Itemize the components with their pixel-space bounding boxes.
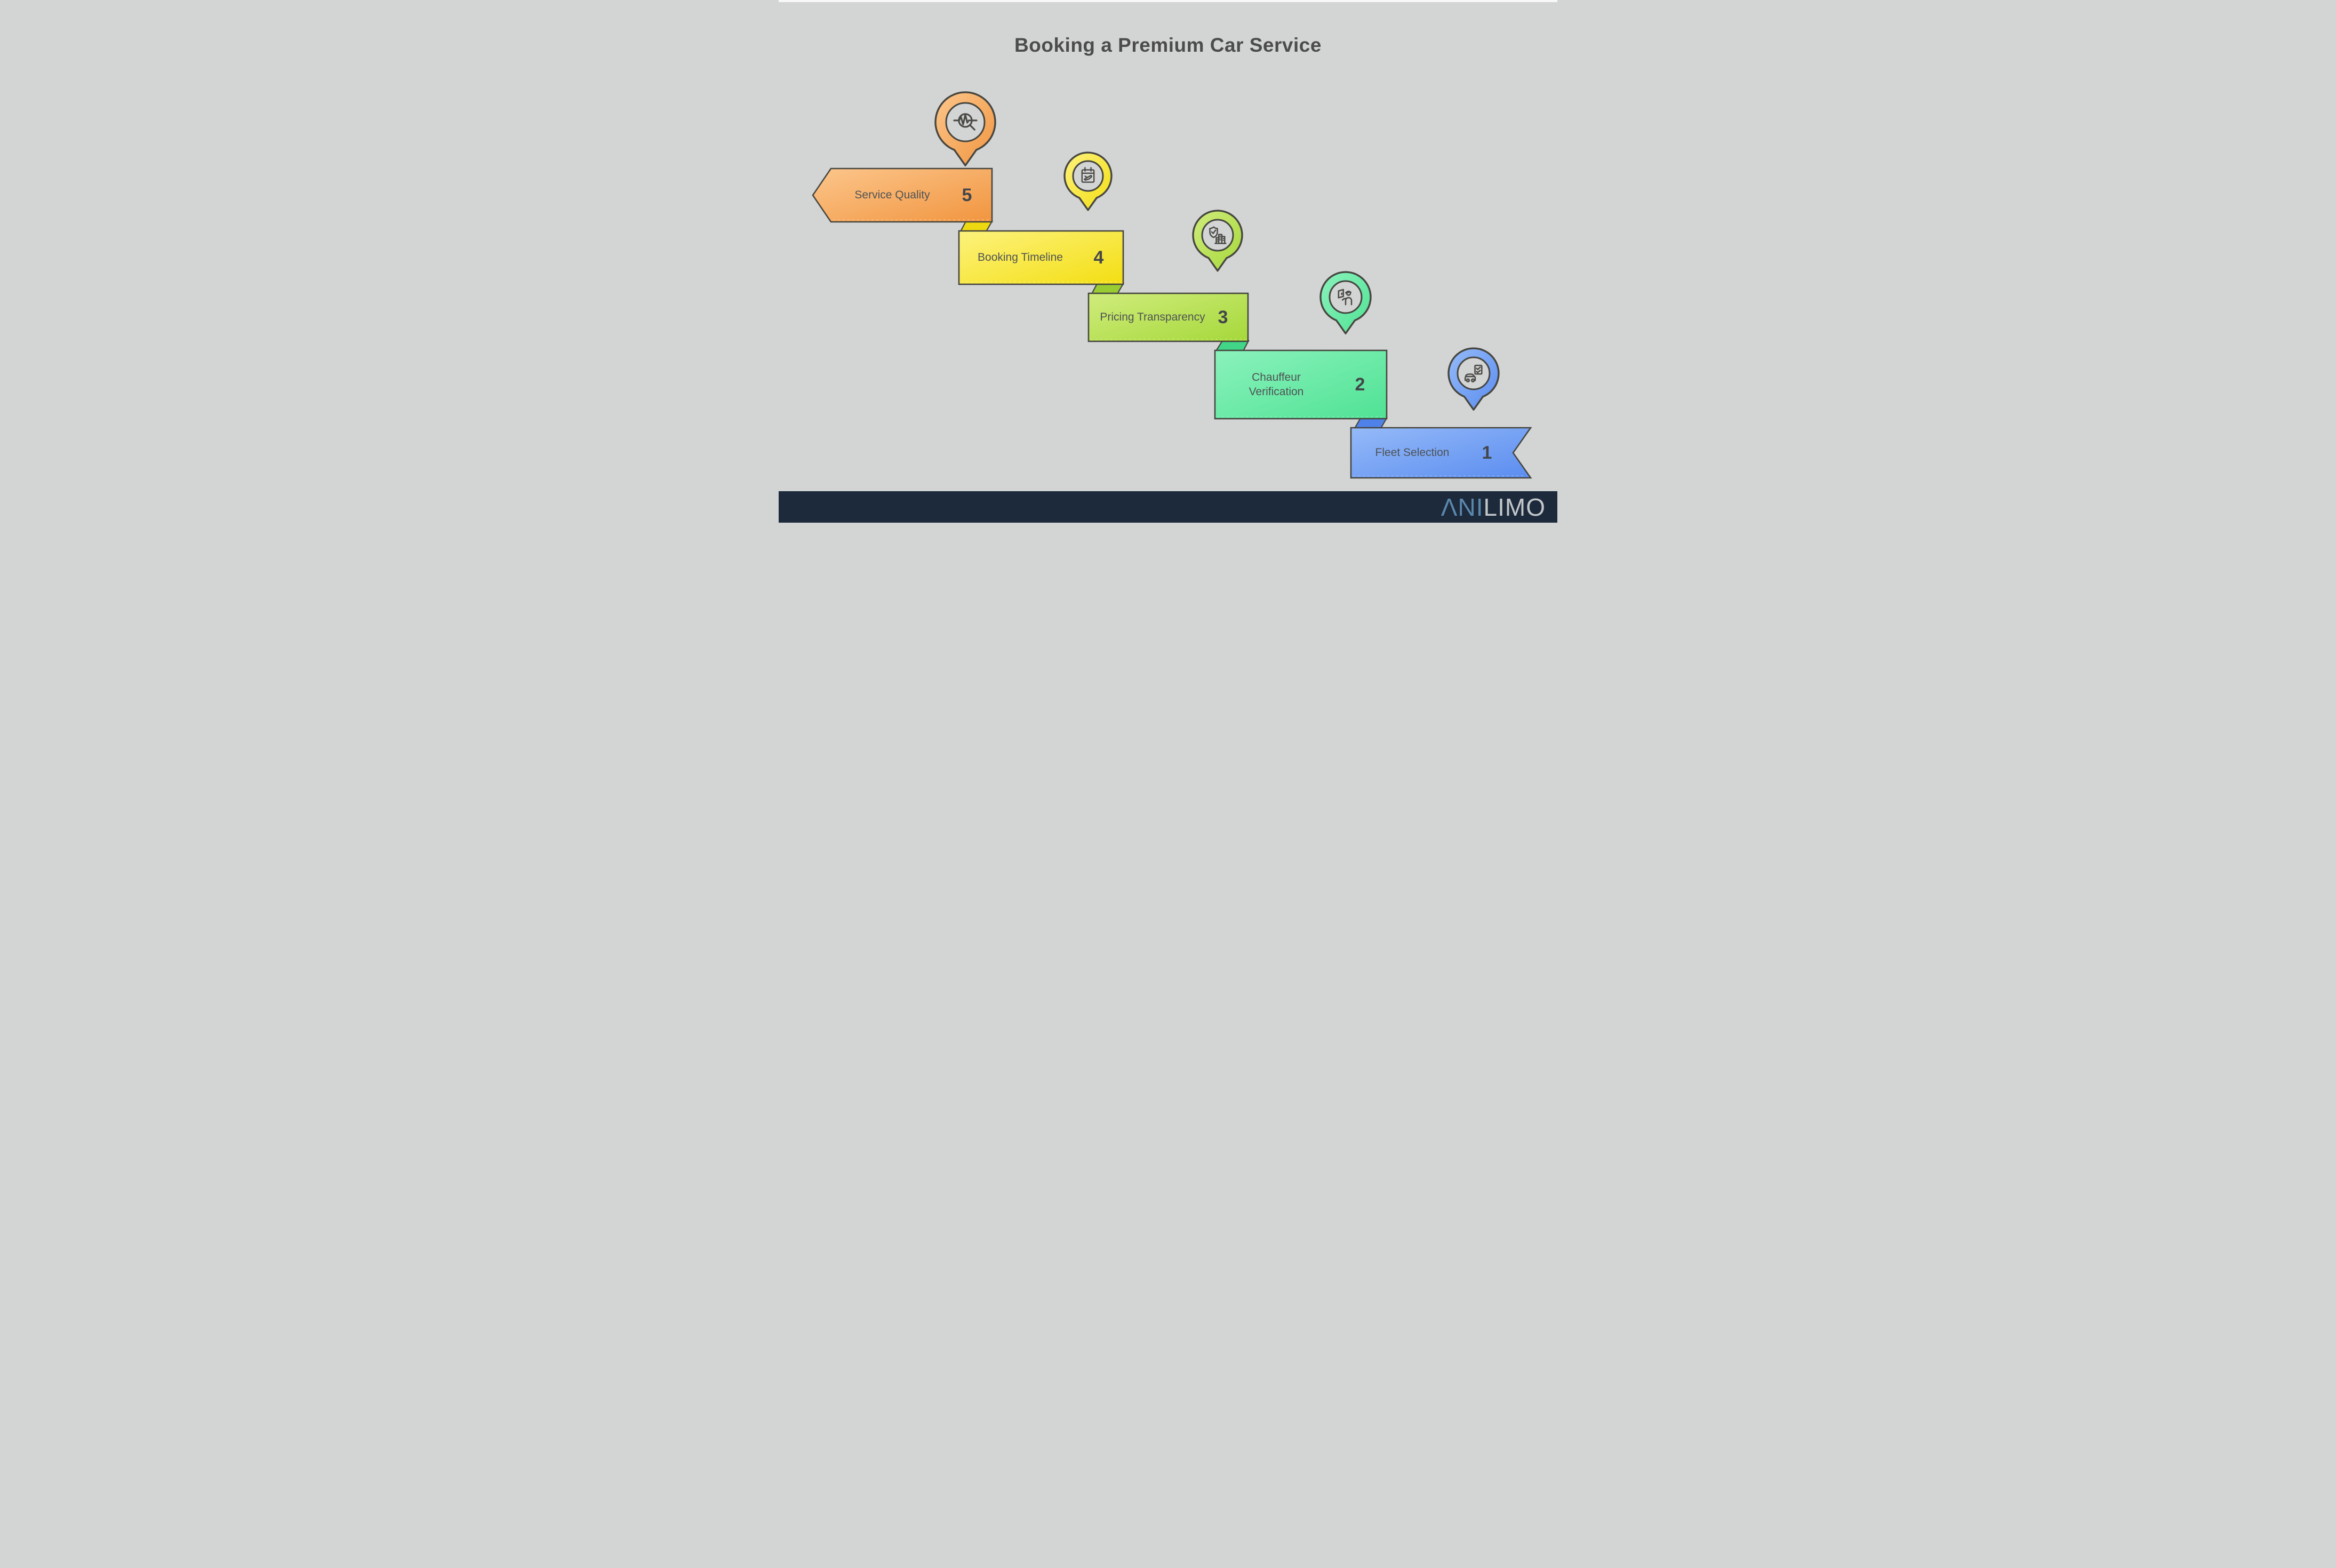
step-label-pricing-transparency: Pricing Transparency bbox=[1100, 311, 1205, 324]
step-number-pricing-transparency: 3 bbox=[1218, 307, 1228, 327]
car-checklist-icon bbox=[1464, 364, 1483, 382]
step-label-fleet-selection: Fleet Selection bbox=[1375, 446, 1450, 459]
step-number-service-quality: 5 bbox=[962, 185, 972, 205]
calendar-departure-icon bbox=[1081, 167, 1095, 183]
step-number-chauffeur-verification: 2 bbox=[1355, 374, 1365, 395]
fold-connector-3-2 bbox=[1215, 340, 1250, 352]
step-banner-service-quality bbox=[812, 167, 993, 223]
infographic-stage: Booking a Premium Car Service Service Qu… bbox=[779, 0, 1557, 523]
pin-pricing-transparency bbox=[1192, 210, 1243, 272]
top-strip bbox=[779, 0, 1557, 2]
brand-logo: ΛNILIMO bbox=[1441, 495, 1546, 519]
pin-service-quality bbox=[934, 91, 996, 166]
footer-bar: ΛNILIMO bbox=[779, 491, 1557, 523]
step-label-chauffeur-verification: Chauffeur Verification bbox=[1249, 371, 1304, 398]
brand-logo-primary: ΛNI bbox=[1441, 493, 1484, 521]
step-number-fleet-selection: 1 bbox=[1482, 442, 1492, 463]
infographic-canvas bbox=[812, 91, 1532, 479]
step-label-service-quality: Service Quality bbox=[854, 189, 930, 202]
shield-check-building-icon bbox=[1209, 226, 1227, 244]
page-title: Booking a Premium Car Service bbox=[1014, 34, 1322, 56]
quality-magnifier-pulse-icon bbox=[953, 113, 978, 131]
step-label-booking-timeline: Booking Timeline bbox=[978, 251, 1063, 264]
step-number-booking-timeline: 4 bbox=[1093, 247, 1104, 268]
brand-logo-secondary: LIMO bbox=[1483, 493, 1546, 521]
fold-connector-2-1 bbox=[1354, 417, 1388, 429]
pin-chauffeur-verification bbox=[1319, 271, 1372, 334]
pin-fleet-selection bbox=[1447, 347, 1500, 411]
step-banner-fleet-selection bbox=[1350, 427, 1532, 479]
chauffeur-door-icon bbox=[1338, 289, 1353, 306]
pin-booking-timeline bbox=[1063, 151, 1113, 211]
step-banner-chauffeur-verification bbox=[1214, 349, 1388, 420]
step-banner-booking-timeline bbox=[958, 230, 1124, 285]
step-banner-pricing-transparency bbox=[1087, 292, 1249, 342]
fold-connector-4-3 bbox=[1091, 283, 1124, 295]
fold-connector-5-4 bbox=[959, 220, 993, 233]
